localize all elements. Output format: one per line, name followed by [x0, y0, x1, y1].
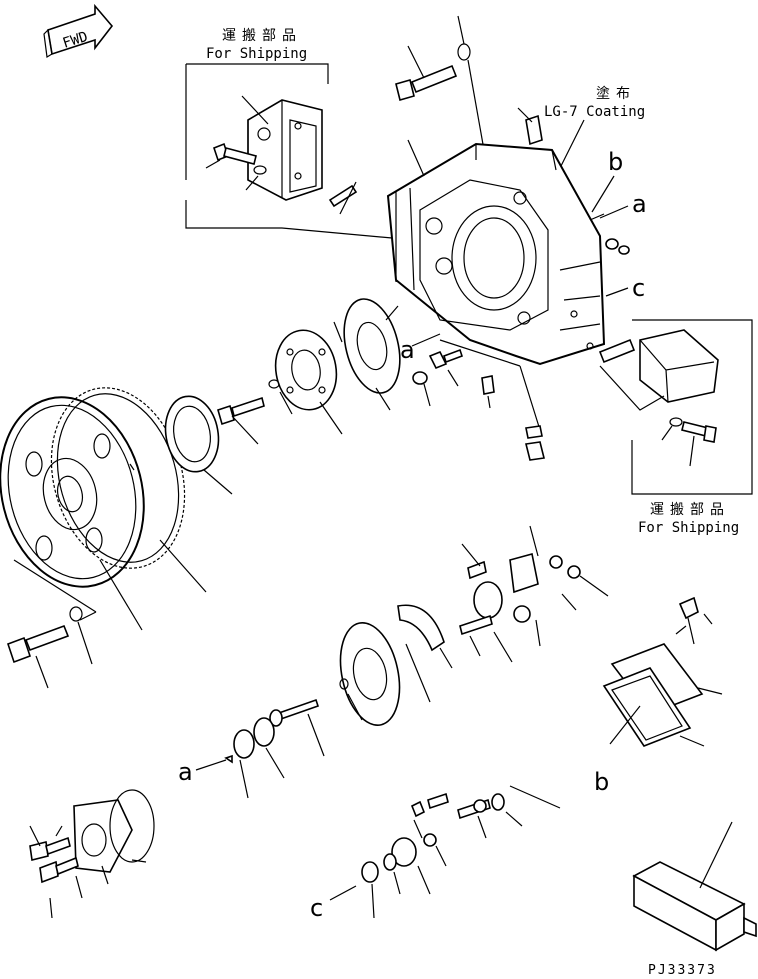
shipping-en-top: For Shipping [206, 46, 307, 62]
hub-disc [274, 321, 343, 435]
letter-a-top: a [632, 190, 647, 218]
housing-right-plugs [589, 213, 630, 255]
coating-en: LG-7 Coating [544, 104, 645, 120]
shipping-jp-top: 運搬部品 [222, 28, 302, 44]
letter-b-top: b [608, 148, 623, 176]
bolt-mid [217, 379, 293, 445]
shipping-box-right: 運搬部品 For Shipping [598, 319, 753, 536]
flywheel-assembly [0, 396, 145, 631]
forward-arrow-badge: FWD [43, 3, 114, 58]
flywheel-bolt [6, 606, 93, 689]
shipping-en-right: For Shipping [638, 520, 739, 536]
tool [632, 821, 757, 952]
letter-c-bottom: c [310, 894, 323, 922]
coating-callout: 塗布 LG-7 Coating [517, 85, 645, 169]
housing-lower-bolts [412, 348, 545, 461]
seal-ring [164, 395, 233, 495]
coating-jp: 塗布 [596, 85, 636, 102]
letter-a-mid: a [400, 336, 415, 364]
gear-plate [343, 298, 401, 411]
shaft-assembly [361, 785, 561, 919]
drawing-number: PJ33373 [648, 963, 717, 978]
letter-a-arrow: a [178, 758, 193, 786]
flywheel-housing [386, 139, 606, 431]
letter-b-bottom: b [594, 768, 609, 796]
right-lower-parts [459, 525, 609, 663]
shipping-jp-right: 運搬部品 [650, 502, 730, 518]
front-cover [29, 789, 155, 919]
top-bolt [395, 15, 485, 151]
cover-plate [602, 596, 723, 747]
pulley-assembly [233, 604, 453, 799]
forward-label: FWD [61, 29, 90, 52]
shipping-box-top: 運搬部品 For Shipping [185, 28, 393, 239]
letter-c-right: c [632, 274, 645, 302]
